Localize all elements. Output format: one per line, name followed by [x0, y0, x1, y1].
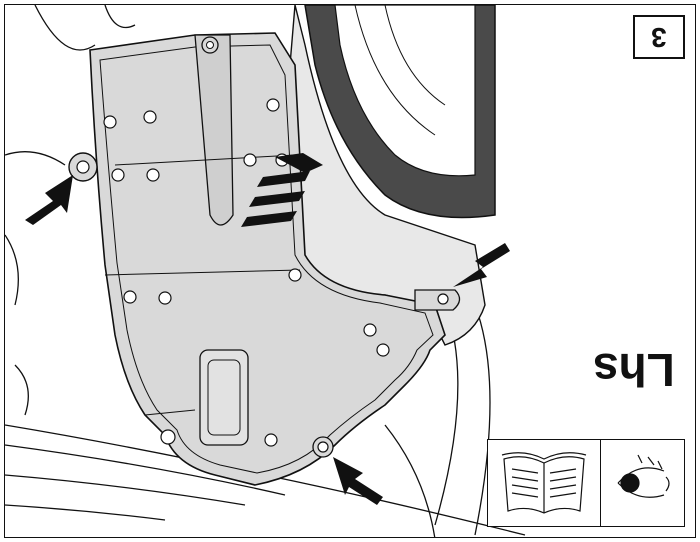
wheel-tyre — [304, 5, 496, 219]
pointer-arrow-icon — [25, 175, 73, 225]
pointer-arrow-icon — [453, 243, 510, 287]
undertray-panel — [68, 32, 461, 486]
push-direction-arrow-icon — [241, 153, 323, 227]
undertray-illustration — [5, 5, 526, 537]
step-number-box: 3 — [633, 15, 685, 59]
side-label: Lhs — [593, 344, 675, 396]
pointer-arrow-icon — [333, 457, 383, 505]
reference-icon-panel — [487, 439, 685, 527]
step-number: 3 — [651, 22, 667, 53]
pointer-arrows — [25, 175, 510, 505]
manual-reference-cell — [488, 440, 601, 526]
fastener-holes — [103, 98, 390, 447]
visual-check-cell — [601, 440, 684, 526]
manual-book-icon — [501, 452, 587, 514]
illustration-frame: 3 Lhs — [4, 4, 696, 538]
eye-inspect-icon — [617, 454, 670, 498]
